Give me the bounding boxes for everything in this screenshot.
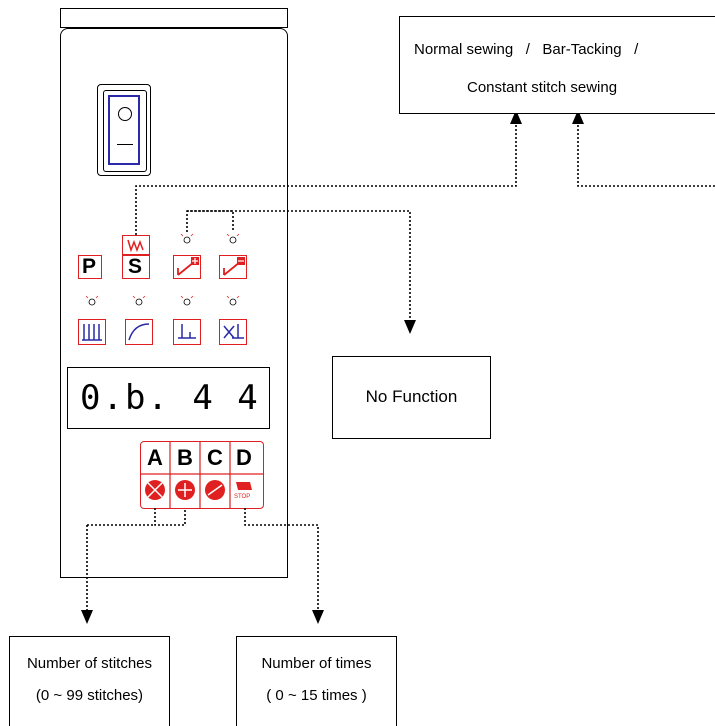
stop-label: STOP [234,494,251,500]
s-key-indicator [122,235,150,255]
needle-position-key[interactable] [173,319,201,345]
key-c-label: C [207,445,223,470]
pattern-s-icon [127,239,144,253]
reverse-plus-key[interactable] [173,255,201,279]
needle-up-down-key[interactable] [78,319,106,345]
wiper-icon [205,480,225,500]
needle-position-icon [178,324,196,339]
lcd-display-text: 0.b. 4 4 [80,378,260,418]
power-switch-icon [108,95,140,165]
times-callout-line1: Number of times [261,655,372,672]
thread-trim-icon [223,324,244,339]
soft-start-key[interactable] [125,319,153,345]
no-function-label: No Function [365,387,458,406]
key-b-label: B [177,445,193,470]
mode-callout: Normal sewing / Bar-Tacking / Constant s… [399,16,715,114]
reverse-plus-icon [177,257,199,276]
stop-icon [236,482,252,490]
key-d-label: D [236,445,252,470]
times-callout: Number of times ( 0 ~ 15 times ) [236,636,397,726]
needle-up-down-icon [82,324,102,341]
p-key-label: P [82,255,97,278]
times-callout-line2: ( 0 ~ 15 times ) [266,687,367,704]
p-key[interactable]: P [78,255,102,279]
reverse-minus-icon [223,257,245,276]
stitches-callout-line2: (0 ~ 99 stitches) [35,687,144,704]
panel-top-cap [60,8,288,28]
s-key-label: S [128,255,143,278]
reverse-minus-key[interactable] [219,255,247,279]
s-key[interactable]: S [122,255,150,279]
mode-callout-line2: Constant stitch sewing [467,79,618,96]
lcd-display: 0.b. 4 4 [67,367,270,429]
stitches-callout-line1: Number of stitches [26,655,153,672]
key-b[interactable]: B [171,442,201,472]
soft-start-icon [128,323,150,341]
no-trim-icon [145,480,165,500]
mode-callout-line1: Normal sewing / Bar-Tacking / [414,41,639,58]
trim-icon [175,480,195,500]
no-function-callout: No Function [332,356,491,439]
key-a[interactable]: A [141,442,171,472]
thread-trim-key[interactable] [219,319,247,345]
stitches-callout: Number of stitches (0 ~ 99 stitches) [9,636,170,726]
key-d[interactable]: D [231,442,261,472]
key-a-label: A [147,445,163,470]
key-c[interactable]: C [201,442,231,472]
power-switch[interactable] [97,84,151,176]
